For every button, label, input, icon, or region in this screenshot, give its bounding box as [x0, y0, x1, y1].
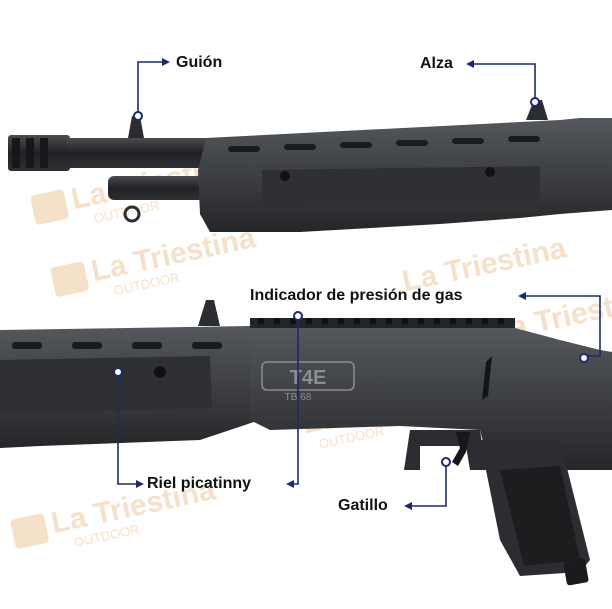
leader-guion — [137, 61, 166, 116]
muzzle-brake — [8, 135, 70, 171]
receiver — [250, 328, 612, 470]
callout-anchor-dots — [113, 97, 589, 467]
leader-indicador — [522, 295, 601, 357]
magazine-tube — [108, 176, 218, 200]
callout-gatillo: Gatillo — [338, 497, 388, 514]
pump-grip — [262, 166, 540, 206]
gas-pressure-indicator — [482, 356, 492, 400]
watermark-logo: La Triestina OUTDOOR — [50, 221, 259, 298]
gun-front-section — [8, 100, 612, 232]
sling-ring — [123, 205, 141, 223]
callout-alza: Alza — [420, 55, 453, 72]
leader-riel-left — [117, 372, 140, 485]
barrel — [66, 138, 216, 168]
callout-leaders — [117, 61, 601, 507]
gun-logo-text: T4E — [290, 367, 327, 389]
front-sight — [128, 116, 144, 138]
callout-arrowheads — [136, 58, 526, 510]
callout-guion: Guión — [176, 54, 223, 71]
callout-riel-picatinny: Riel picatinny — [147, 475, 252, 492]
marking-plate — [261, 361, 355, 391]
rear-sight — [526, 100, 548, 120]
leader-alza — [470, 63, 536, 98]
callout-indicador-presion-gas: Indicador de presión de gas — [250, 287, 463, 304]
leader-gatillo — [408, 462, 447, 507]
trigger — [452, 432, 470, 466]
gun-rear-section: T4E TB 68 — [0, 300, 612, 586]
picatinny-rail — [250, 318, 515, 330]
